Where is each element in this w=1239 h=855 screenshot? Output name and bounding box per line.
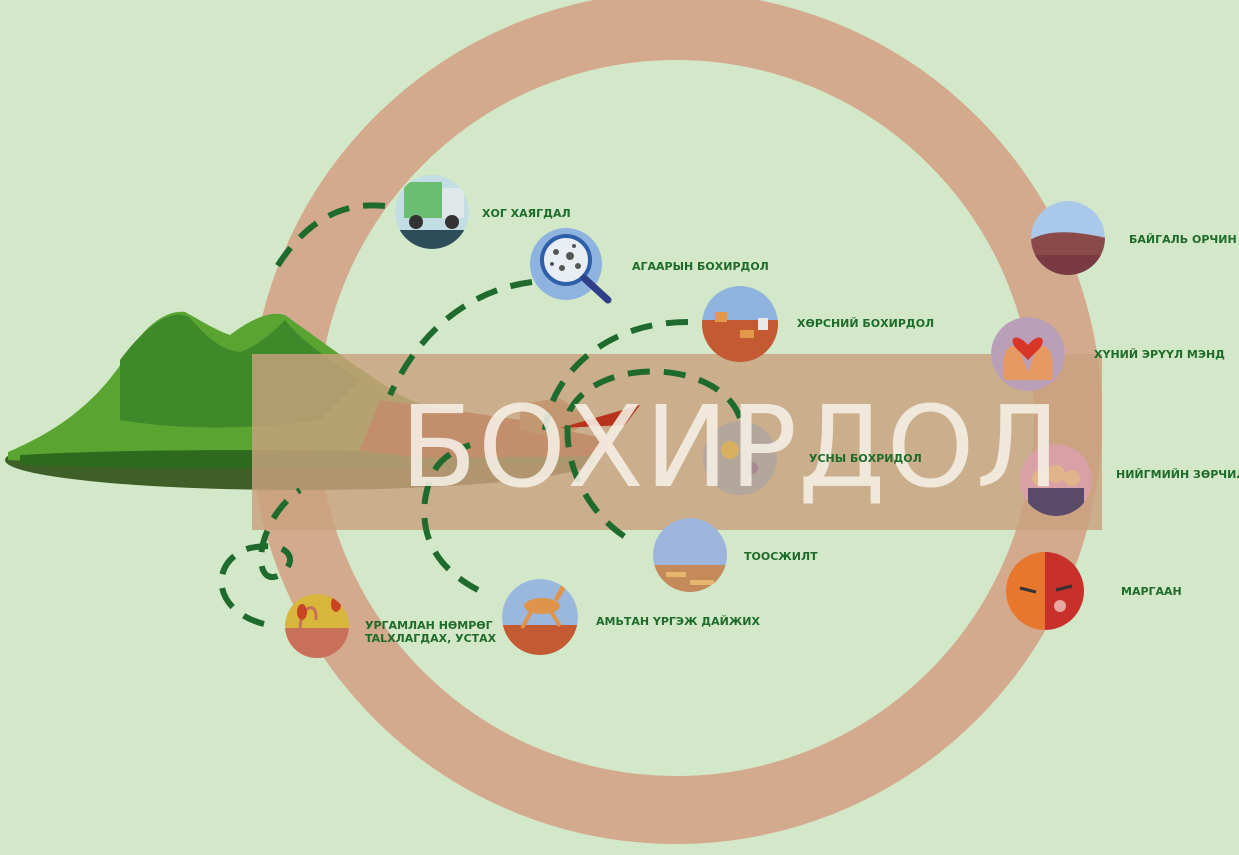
- dash-soil: [542, 319, 689, 431]
- angry-faces-icon: [1006, 552, 1084, 630]
- label-vegetation-line2: TALХЛАГДАХ, УСТАХ: [365, 632, 497, 645]
- magnifier-particles-icon: [530, 228, 612, 304]
- label-environment: БАЙГАЛЬ ОРЧИН: [1129, 233, 1237, 246]
- label-air-pollution: АГААРЫН БОХИРДОЛ: [632, 260, 769, 273]
- label-social-conflict: НИЙГМИЙН ЗӨРЧИЛ: [1116, 468, 1239, 481]
- label-animal-migration: АМЬТАН ҮРГЭЖ ДАЙЖИХ: [596, 615, 760, 628]
- connection-lines: [218, 202, 743, 627]
- label-soil-pollution: ХӨРСНИЙ БОХИРДОЛ: [797, 317, 935, 330]
- running-deer-icon: [502, 579, 578, 655]
- label-dispute: МАРГААН: [1121, 585, 1182, 598]
- dash-water: [564, 368, 743, 543]
- soil-waste-icon: [702, 286, 778, 362]
- landscape-icon: [1031, 201, 1105, 275]
- garbage-truck-icon: [395, 175, 469, 249]
- water-bacteria-icon: [703, 421, 777, 495]
- dash-deer: [421, 442, 480, 593]
- label-dust: ТООСЖИЛТ: [744, 550, 818, 563]
- broken-heart-hands-icon: [991, 317, 1065, 391]
- dust-icon: [653, 518, 727, 592]
- dash-truck: [269, 202, 386, 277]
- label-garbage: ХОГ ХАЯГДАЛ: [482, 207, 571, 220]
- dash-plant: [218, 487, 302, 627]
- label-vegetation-line1: УРГАМЛАН НӨМРӨГ: [365, 619, 493, 632]
- diagram-title: БОХИРДОЛ: [400, 383, 1061, 513]
- withering-plant-icon: [285, 594, 349, 658]
- label-human-health: ХҮНИЙ ЭРҮҮЛ МЭНД: [1094, 348, 1225, 361]
- prohibition-bar: [252, 354, 1102, 530]
- label-water-pollution: УСНЫ БОХРИДОЛ: [809, 452, 922, 465]
- dash-air: [387, 279, 533, 397]
